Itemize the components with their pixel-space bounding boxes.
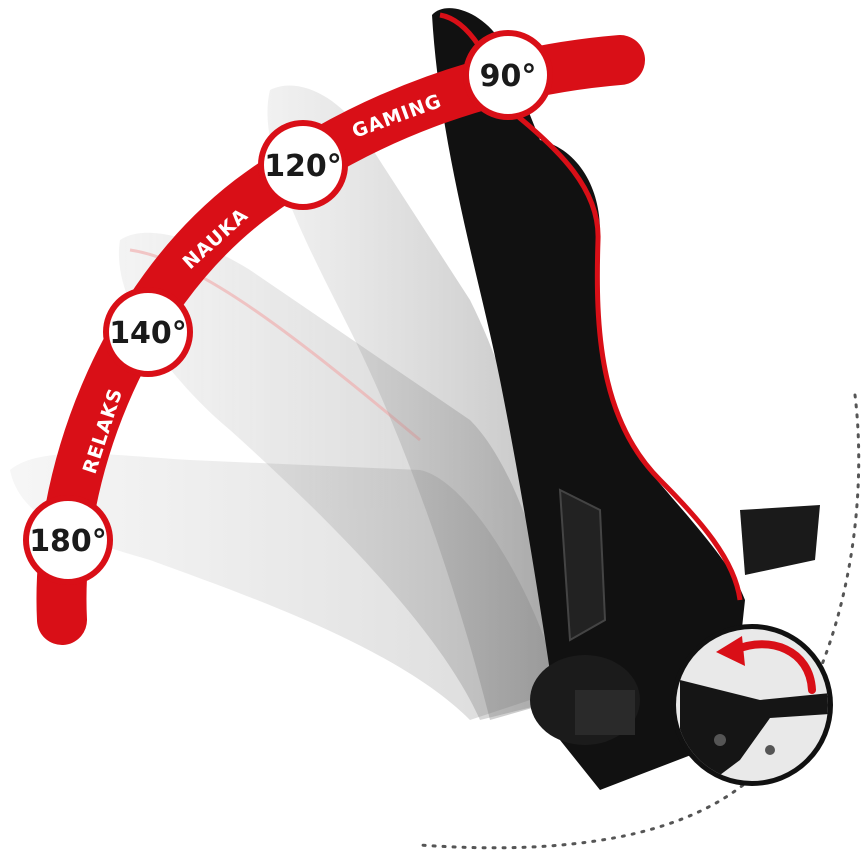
svg-text:180°: 180° bbox=[29, 524, 107, 559]
curved-arrow-head bbox=[716, 636, 745, 666]
curved-arrow-icon bbox=[731, 640, 816, 694]
svg-text:140°: 140° bbox=[109, 316, 187, 351]
angle-marker-120: 120° bbox=[258, 120, 348, 210]
svg-text:90°: 90° bbox=[480, 59, 537, 94]
angle-marker-180: 180° bbox=[23, 495, 113, 585]
ghost-backrest-120 bbox=[267, 85, 560, 720]
svg-text:120°: 120° bbox=[264, 149, 342, 184]
angle-marker-90: 90° bbox=[463, 30, 553, 120]
recline-lever-icon bbox=[680, 680, 828, 781]
chair-backrest-90 bbox=[432, 8, 745, 791]
angle-marker-140: 140° bbox=[103, 287, 193, 377]
armrest bbox=[740, 505, 820, 575]
recline-lever-zoom-inset bbox=[671, 624, 833, 786]
rotation-guide-dotted-arc bbox=[418, 393, 861, 850]
